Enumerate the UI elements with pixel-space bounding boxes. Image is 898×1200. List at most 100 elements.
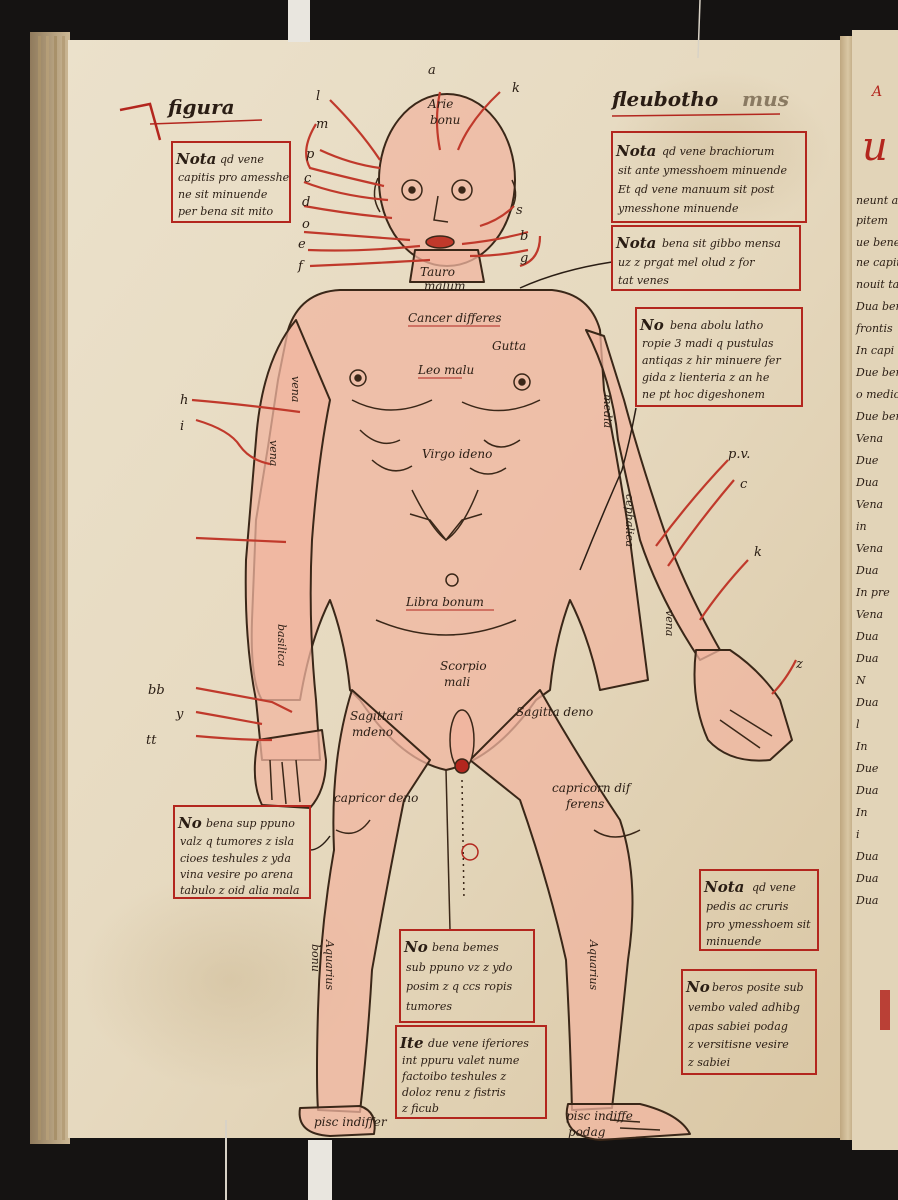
svg-text:Ite: Ite: [399, 1034, 424, 1052]
vein-label: o: [302, 217, 310, 232]
vertical-labels: Aquarius bonu Aquarius vena vena basilic…: [267, 376, 676, 990]
label-aries: Arie: [427, 97, 453, 111]
facing-initial: u: [862, 124, 888, 170]
note-box: Nota bena sit gibbo mensa uz z prgat mel…: [611, 225, 801, 291]
vein-label: tt: [146, 733, 157, 748]
page-heading-left: figura: [119, 95, 263, 141]
knee: [593, 829, 641, 838]
vein-label: a: [428, 63, 436, 78]
svg-text:No: No: [403, 938, 428, 956]
facing-line: Vena: [856, 432, 883, 445]
label-libra: Libra bonum: [405, 595, 484, 609]
vein-label: f: [297, 259, 305, 274]
figure-left-leg: [316, 689, 431, 1113]
facing-line: frontis: [855, 322, 893, 335]
vein-label: bb: [148, 683, 165, 698]
facing-line: o medio: [856, 388, 898, 401]
zodiac-labels: Arie bonu Tauro malum Cancer differes Gu…: [314, 97, 633, 1139]
heading-fleubothomus: fleubotho: [610, 87, 718, 111]
svg-text:cioes teshules z yda: cioes teshules z yda: [180, 852, 291, 865]
svg-text:beros posite sub: beros posite sub: [712, 981, 804, 994]
svg-text:Nota: Nota: [615, 234, 656, 252]
svg-text:per bena sit mito: per bena sit mito: [178, 205, 273, 218]
note-box: Nota qd vene capitis pro amesshe ne sit …: [171, 141, 291, 223]
label-sagittarius: Sagitta deno: [516, 705, 593, 719]
label-leo: Leo malu: [417, 363, 474, 377]
nose: [433, 195, 449, 223]
drip-mark: [461, 843, 479, 861]
pointer-lines: [309, 261, 637, 851]
svg-text:No: No: [177, 814, 202, 832]
label-capricorn: ferens: [565, 797, 604, 811]
anatomy-line: [461, 779, 465, 901]
knee: [335, 819, 371, 835]
facing-page: [852, 30, 898, 1150]
label-capricorn: capricor deno: [334, 791, 418, 805]
label-aries: bonu: [430, 113, 460, 127]
vein-label: c: [740, 477, 748, 492]
svg-text:int ppuru valet nume: int ppuru valet nume: [402, 1054, 520, 1067]
chest-line: [351, 399, 433, 411]
vein-label: k: [512, 81, 520, 96]
facing-line: pitem: [856, 214, 888, 227]
svg-text:z versitisne vesire: z versitisne vesire: [687, 1038, 789, 1051]
thread: [697, 0, 701, 59]
label-capricorn: capricorn dif: [552, 781, 633, 795]
vein-label: y: [175, 707, 184, 722]
facing-line: In pre: [855, 586, 890, 599]
facing-line: Dua: [855, 652, 878, 665]
facing-line: In: [855, 740, 867, 753]
label-vessel: vena: [289, 376, 302, 402]
vein-labels-left: l m p c d o e f h i bb y tt: [146, 89, 328, 748]
label-vessel: cephalica: [623, 494, 636, 547]
svg-text:pro ymesshoem sit: pro ymesshoem sit: [706, 918, 811, 931]
svg-text:z ficub: z ficub: [401, 1102, 439, 1115]
vein-label: g: [520, 251, 528, 266]
navel: [445, 573, 459, 587]
figure-left-hand: [253, 729, 327, 809]
vein-label: b: [520, 229, 528, 244]
label-vessel: vena: [267, 440, 280, 466]
svg-text:bena bemes: bena bemes: [432, 941, 499, 954]
note-box: No bena bemes sub ppuno vz z ydo posim z…: [399, 929, 535, 1023]
stain-mark: [610, 70, 830, 230]
svg-text:bena sup ppuno: bena sup ppuno: [206, 817, 295, 830]
figure-left-foot: [298, 1105, 376, 1137]
svg-text:ne sit minuende: ne sit minuende: [178, 188, 268, 201]
figure-neck: [409, 249, 485, 283]
nipple: [349, 369, 367, 387]
finger-lines: [269, 759, 301, 805]
label-aquarius: bonu: [309, 944, 322, 972]
svg-text:capitis pro amesshe: capitis pro amesshe: [178, 171, 290, 184]
facing-line: ue bene: [856, 236, 898, 249]
facing-line: Vena: [856, 608, 883, 621]
facing-line: Dua bene: [855, 300, 898, 313]
facing-line: In: [855, 806, 867, 819]
svg-text:posim z q ccs ropis: posim z q ccs ropis: [406, 980, 512, 993]
svg-text:No: No: [685, 978, 710, 996]
svg-text:No: No: [639, 316, 664, 334]
vein-label: e: [298, 237, 306, 252]
note-box: No beros posite sub vembo valed adhibg a…: [681, 969, 817, 1075]
note-box: Ite due vene iferiores int ppuru valet n…: [395, 1025, 547, 1119]
vein-label: p.v.: [728, 447, 750, 462]
facing-line: Due: [855, 762, 879, 775]
facing-line: in: [856, 520, 867, 533]
heading-figura: figura: [166, 95, 235, 119]
vein-label: d: [302, 195, 310, 210]
facing-line: ne capit: [856, 256, 898, 269]
figure-right-leg: [469, 689, 634, 1111]
label-scorpio: mali: [444, 675, 470, 689]
svg-text:Nota: Nota: [615, 142, 656, 160]
vein-man-figure: [244, 93, 793, 1141]
svg-text:tumores: tumores: [406, 1000, 452, 1013]
groin-line: [375, 619, 517, 636]
svg-text:sub ppuno vz z ydo: sub ppuno vz z ydo: [406, 961, 513, 974]
figure-details: [269, 177, 773, 1131]
vein-labels-right: a k s b g p.v. c k z: [428, 63, 803, 672]
figure-right-foot: [565, 1103, 691, 1141]
eye: [401, 179, 423, 201]
facing-line: Dua: [855, 696, 878, 709]
label-pisces: pisc indiffer: [314, 1115, 388, 1129]
